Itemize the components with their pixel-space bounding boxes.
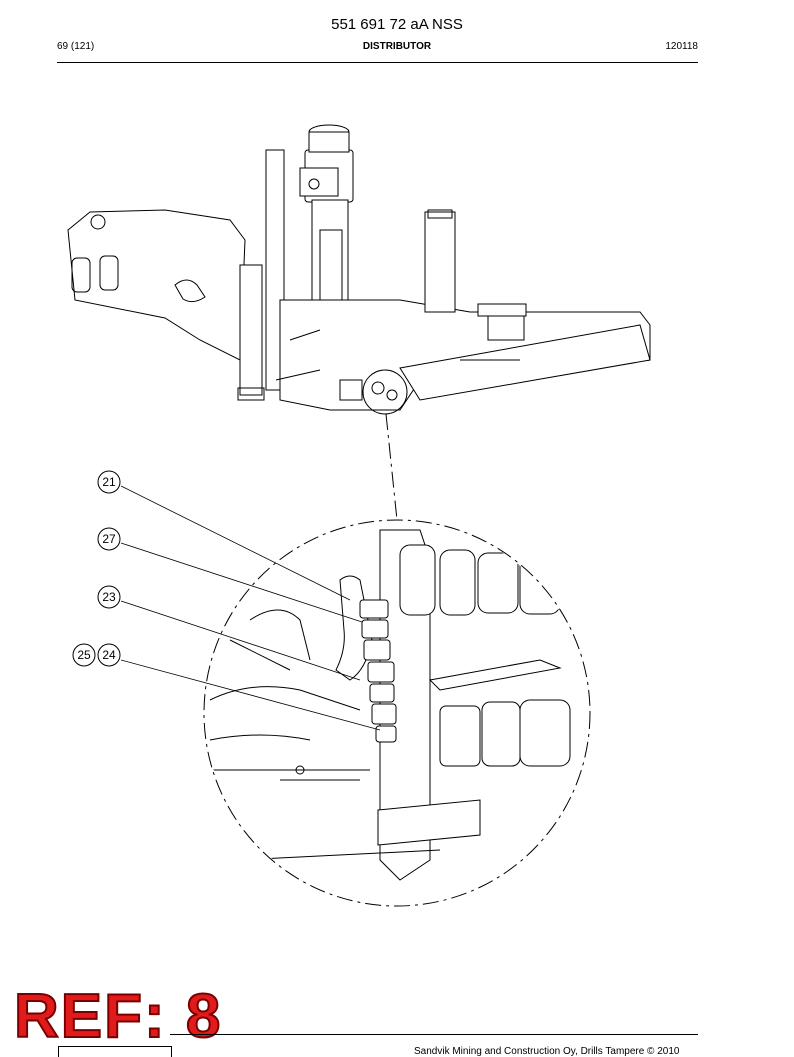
- callout-23: 23: [102, 590, 116, 604]
- machine-frame-sketch: [67, 124, 651, 415]
- detail-view-sketch: [209, 529, 571, 881]
- callout-leaders: [120, 485, 381, 731]
- circle-callout-icon: [97, 527, 121, 551]
- detail-magnifier: [203, 519, 591, 907]
- callout-25: 25: [77, 648, 91, 662]
- circle-callout-icon: [97, 643, 121, 667]
- circle-callout-icon: [97, 585, 121, 609]
- header-rule: [57, 62, 698, 63]
- sandvik-logo: [58, 1046, 172, 1057]
- callout-bubbles: [72, 470, 121, 667]
- circle-callout-icon: [97, 470, 121, 494]
- page-number: 69 (121): [57, 41, 95, 52]
- section-title: DISTRIBUTOR: [362, 41, 432, 52]
- date-code: 120118: [665, 41, 698, 52]
- circle-callout-icon: [72, 643, 96, 667]
- footer-copyright: Sandvik Mining and Construction Oy, Dril…: [414, 1046, 680, 1057]
- callout-21: 21: [102, 475, 116, 489]
- doc-title: 551 691 72 aA NSS: [331, 16, 463, 33]
- callout-27: 27: [102, 532, 116, 546]
- footer-rule: [170, 1034, 698, 1035]
- ref-stamp: REF: 8: [13, 982, 223, 1051]
- callout-24: 24: [102, 648, 116, 662]
